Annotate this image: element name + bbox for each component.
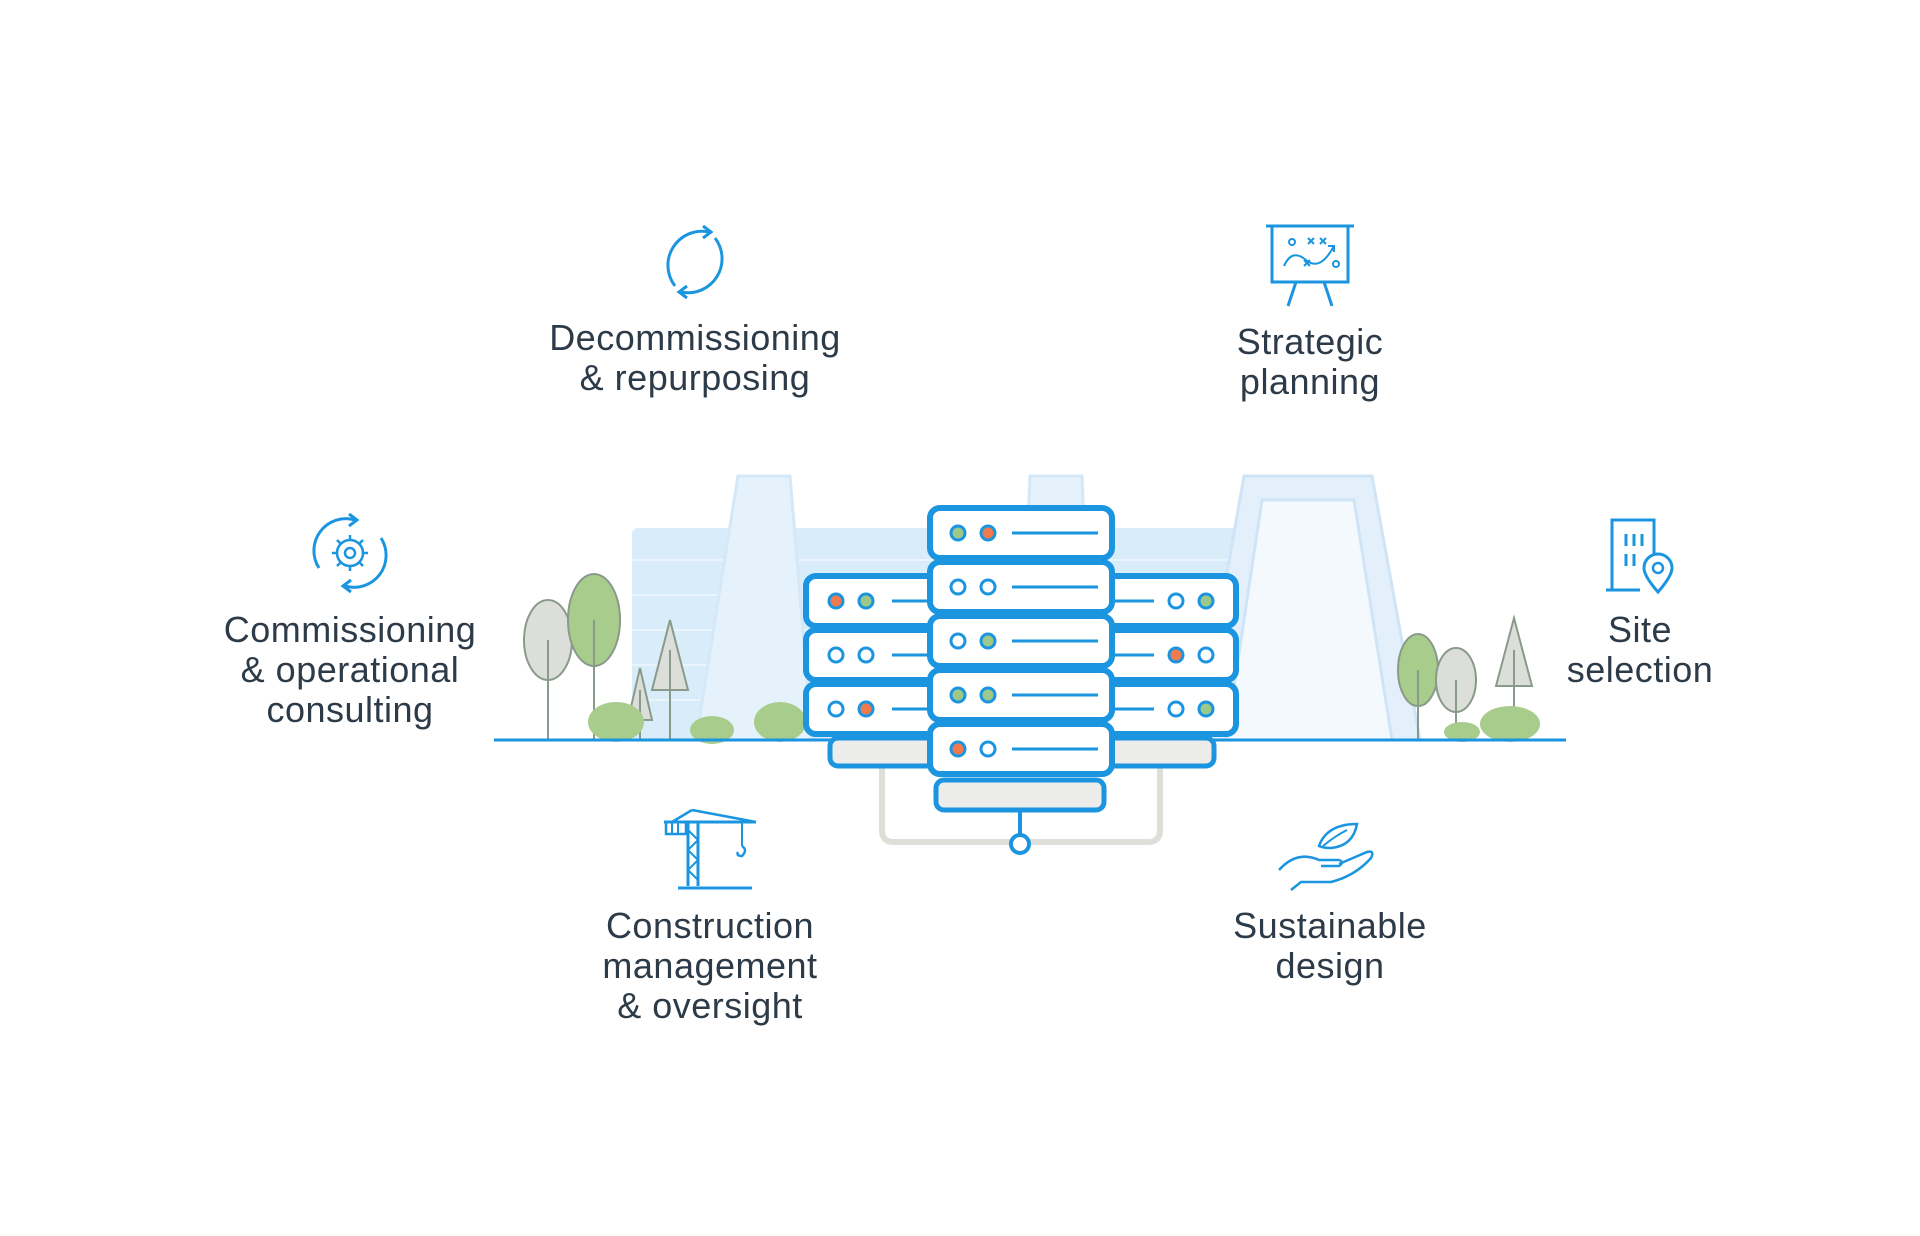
crane-icon <box>664 808 757 890</box>
label-line: Construction <box>605 905 815 946</box>
service-construction: Construction management & oversight <box>560 808 860 1026</box>
label-line: Strategic <box>1236 321 1384 362</box>
service-label: Commissioning & operational consulting <box>224 610 477 730</box>
refresh-cycle-icon <box>666 224 724 300</box>
label-line: planning <box>1239 361 1381 402</box>
label-line: selection <box>1566 649 1714 690</box>
label-line: Sustainable <box>1233 905 1427 946</box>
trees-left <box>523 573 806 744</box>
label-line: Site <box>1607 609 1673 650</box>
service-commissioning: Commissioning & operational consulting <box>200 510 500 730</box>
strategy-board-icon <box>1266 224 1354 307</box>
label-line: Commissioning <box>223 609 477 650</box>
service-strategic-planning: Strategic planning <box>1170 220 1450 402</box>
center-base-tray <box>933 777 1107 813</box>
label-line: & operational <box>240 649 460 690</box>
service-sustainable-design: Sustainable design <box>1195 820 1465 986</box>
server-unit <box>927 667 1115 723</box>
server-unit <box>927 505 1115 561</box>
label-line: Decommissioning <box>549 317 841 358</box>
label-line: & oversight <box>617 985 803 1026</box>
server-unit <box>927 721 1115 777</box>
service-label: Strategic planning <box>1237 322 1384 402</box>
service-label: Sustainable design <box>1233 906 1427 986</box>
server-unit <box>927 613 1115 669</box>
building-location-icon <box>1606 518 1674 595</box>
label-line: consulting <box>266 689 434 730</box>
server-rack-center <box>927 505 1115 777</box>
server-unit <box>927 559 1115 615</box>
service-site-selection: Site selection <box>1530 516 1750 690</box>
service-label: Site selection <box>1567 610 1714 690</box>
gear-cycle-icon <box>312 512 388 594</box>
hand-leaf-icon <box>1278 822 1374 891</box>
trees-right <box>1397 614 1540 742</box>
label-line: design <box>1275 945 1385 986</box>
service-label: Decommissioning & repurposing <box>549 318 841 398</box>
rack-connector-node <box>1009 833 1031 855</box>
label-line: management <box>602 945 818 986</box>
service-decommissioning: Decommissioning & repurposing <box>520 220 870 398</box>
label-line: & repurposing <box>579 357 811 398</box>
service-label: Construction management & oversight <box>602 906 817 1026</box>
